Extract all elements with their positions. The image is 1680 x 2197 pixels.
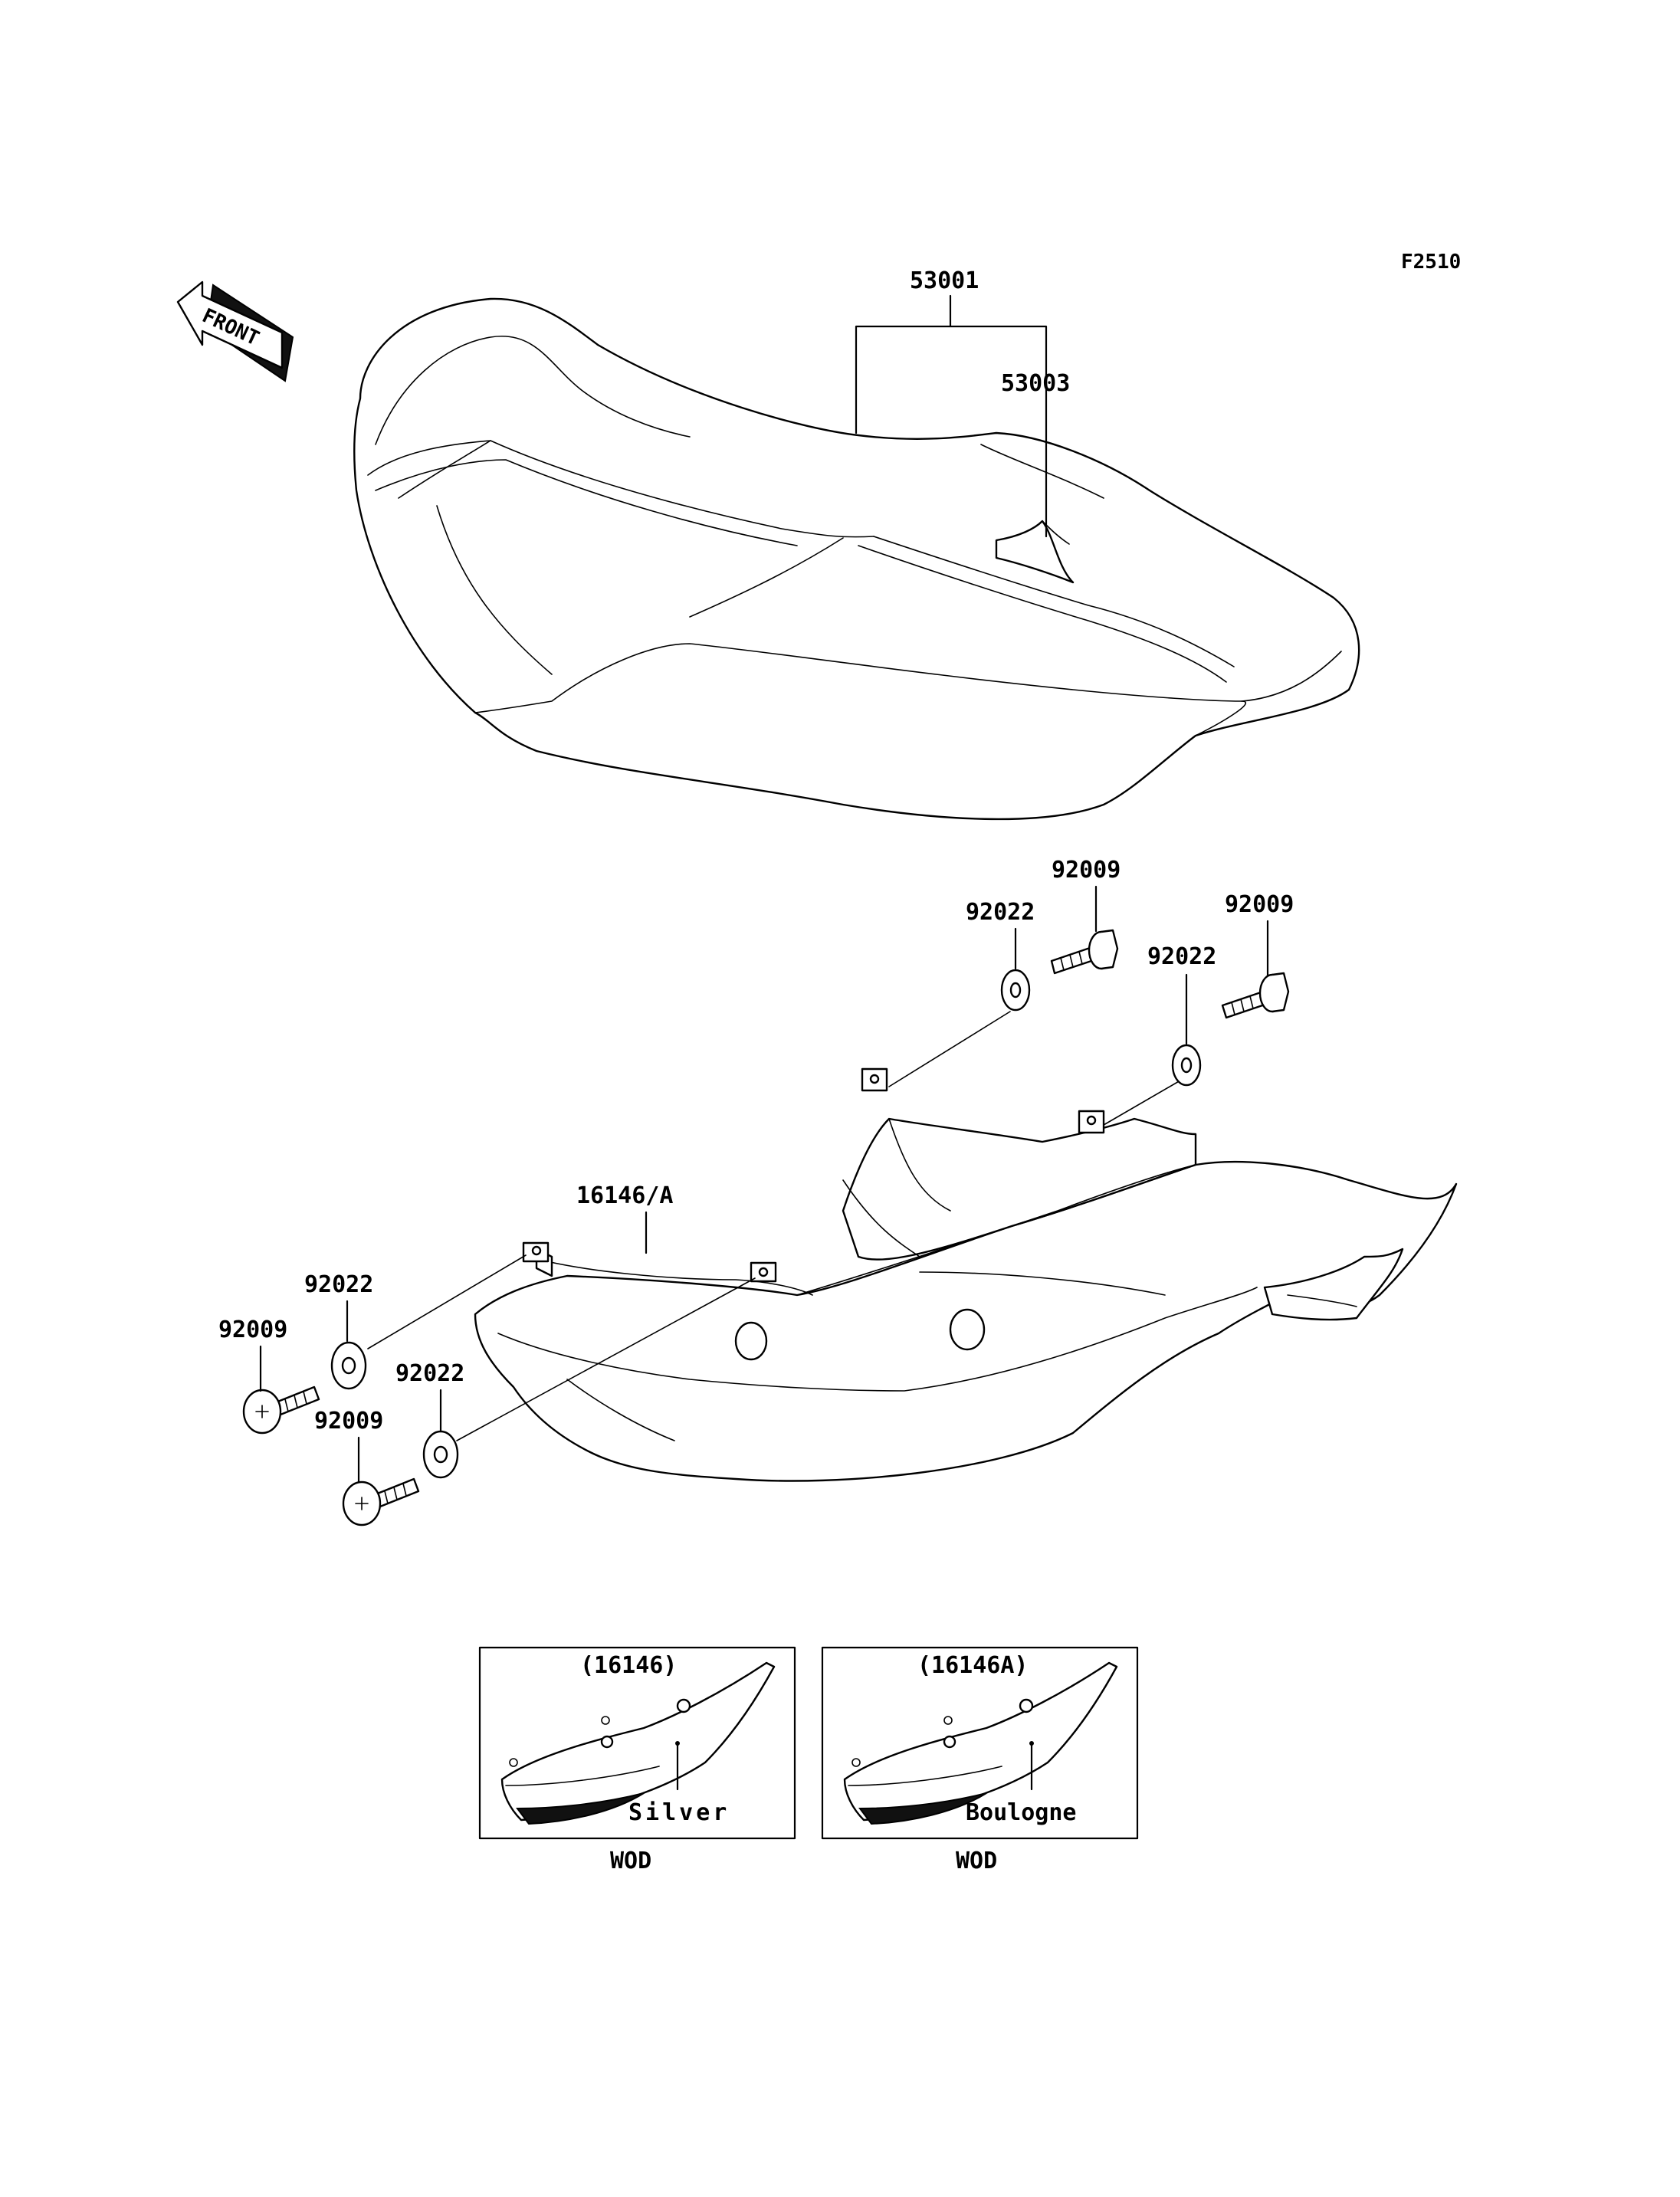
fastener-bottom-left: 92022 92009: [218, 1254, 527, 1435]
bolt-top-right: [1221, 972, 1290, 1019]
variant-color-boulogne: Boulogne: [966, 1799, 1077, 1826]
label-92022-bottom-right: 92022: [395, 1360, 464, 1387]
side-cover-drawing: [474, 1067, 1458, 1482]
variant-part-16146a: (16146A): [917, 1652, 1029, 1679]
label-92022-top-left: 92022: [966, 899, 1035, 926]
label-92009-bottom-left: 92009: [218, 1317, 287, 1343]
bolt-bottom-right: [342, 1477, 420, 1526]
label-92009-bottom-right: 92009: [314, 1408, 383, 1435]
label-53001: 53001: [910, 267, 979, 294]
fastener-top-left: 92022 92009: [888, 857, 1121, 1087]
figure-code: F2510: [1401, 251, 1461, 274]
front-arrow-icon: FRONT: [176, 280, 294, 382]
variant-color-silver: Silver: [628, 1799, 730, 1826]
label-16146-a: 16146/A: [576, 1182, 673, 1209]
variant-note-16146a: WOD: [956, 1848, 997, 1874]
label-53003: 53003: [1001, 370, 1070, 397]
seat-drawing: [353, 297, 1360, 821]
callout-seat-cover: 53003: [1001, 370, 1070, 397]
variant-part-16146: (16146): [580, 1652, 677, 1679]
bolt-top-left: [1050, 929, 1119, 975]
label-92022-top-right: 92022: [1147, 943, 1216, 970]
label-92009-top-right: 92009: [1225, 891, 1294, 918]
label-92022-bottom-left: 92022: [304, 1271, 373, 1298]
variant-note-16146: WOD: [610, 1848, 651, 1874]
label-92009-top-left: 92009: [1052, 857, 1121, 884]
variant-box-16146: (16146) Silver WOD: [478, 1646, 796, 1874]
fastener-top-right: 92022 92009: [1103, 891, 1294, 1126]
fastener-bottom-right: 92022 92009: [314, 1277, 756, 1526]
callout-side-cover: 16146/A: [576, 1182, 673, 1254]
bolt-bottom-left: [242, 1385, 320, 1435]
callout-seat: 53001: [855, 267, 1048, 538]
variant-box-16146a: (16146A) Boulogne WOD: [821, 1646, 1139, 1874]
